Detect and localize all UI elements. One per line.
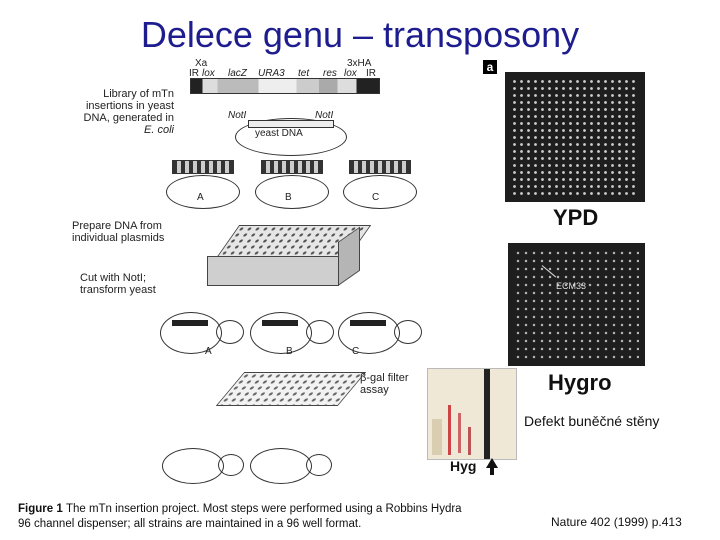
filter-sheet — [216, 372, 367, 406]
construct-res: res — [323, 68, 337, 79]
construct-lox-left: lox — [202, 68, 215, 79]
ypd-plate-image — [505, 72, 645, 202]
yeast-cell-b — [250, 312, 312, 354]
construct-bar — [190, 78, 380, 94]
construct-tet: tet — [298, 68, 309, 79]
up-arrow-icon-stem — [490, 467, 494, 475]
yeast-cell-e — [250, 448, 312, 484]
hyg-label: Hyg — [450, 458, 476, 474]
clone-label-b1: B — [285, 192, 292, 203]
panel-letter-a: a — [483, 60, 497, 74]
yeast-bud-c — [394, 320, 422, 344]
yeast-cell-d — [162, 448, 224, 484]
yeast-insert-a — [172, 320, 208, 326]
clone-label-a2: A — [205, 346, 212, 357]
gel-image — [427, 368, 517, 460]
construct-ir-right: IR — [366, 68, 376, 79]
clone-label-c2: C — [352, 346, 359, 357]
yeast-cell-c — [338, 312, 400, 354]
caption-label: Figure 1 — [18, 503, 63, 515]
plasmid-b — [255, 175, 329, 209]
plasmid-b-insert — [261, 160, 323, 174]
hygro-label: Hygro — [548, 370, 612, 396]
yeast-bud-b — [306, 320, 334, 344]
ypd-label: YPD — [553, 205, 598, 231]
noti-left: NotI — [228, 110, 246, 121]
yeast-insert-b — [262, 320, 298, 326]
well-plate-front — [207, 256, 339, 286]
citation: Nature 402 (1999) p.413 — [551, 515, 682, 529]
construct-ura3: URA3 — [258, 68, 285, 79]
step-library: Library of mTn insertions in yeast DNA, … — [72, 88, 174, 136]
plasmid-a-insert — [172, 160, 234, 174]
yeast-dna-label: yeast DNA — [255, 128, 303, 139]
clone-label-a1: A — [197, 192, 204, 203]
yeast-bud-e — [306, 454, 332, 476]
ecm33-label: ECM33 — [556, 281, 586, 291]
left-figure: Xa 3xHA IR lox lacZ URA3 tet res lox IR … — [0, 0, 500, 540]
construct-lox-right: lox — [344, 68, 357, 79]
clone-label-c1: C — [372, 192, 379, 203]
construct-ir-left: IR — [189, 68, 199, 79]
insert-segment — [248, 120, 334, 128]
step-cut: Cut with NotI; transform yeast — [80, 272, 180, 296]
hygro-plate-image: ECM33 — [508, 243, 645, 366]
yeast-bud-d — [218, 454, 244, 476]
plasmid-c — [343, 175, 417, 209]
yeast-bud-a — [216, 320, 244, 344]
clone-label-b2: B — [286, 346, 293, 357]
yeast-cell-a — [160, 312, 222, 354]
cell-wall-defect-label: Defekt buněčné stěny — [520, 413, 663, 429]
step-prepare: Prepare DNA from individual plasmids — [72, 220, 182, 244]
plasmid-c-insert — [349, 160, 411, 174]
figure-caption: Figure 1 The mTn insertion project. Most… — [18, 502, 488, 532]
caption-line-1: The mTn insertion project. Most steps we… — [66, 503, 462, 515]
yeast-insert-c — [350, 320, 386, 326]
construct-lacz: lacZ — [228, 68, 247, 79]
caption-line-2: 96 channel dispenser; all strains are ma… — [18, 517, 488, 532]
